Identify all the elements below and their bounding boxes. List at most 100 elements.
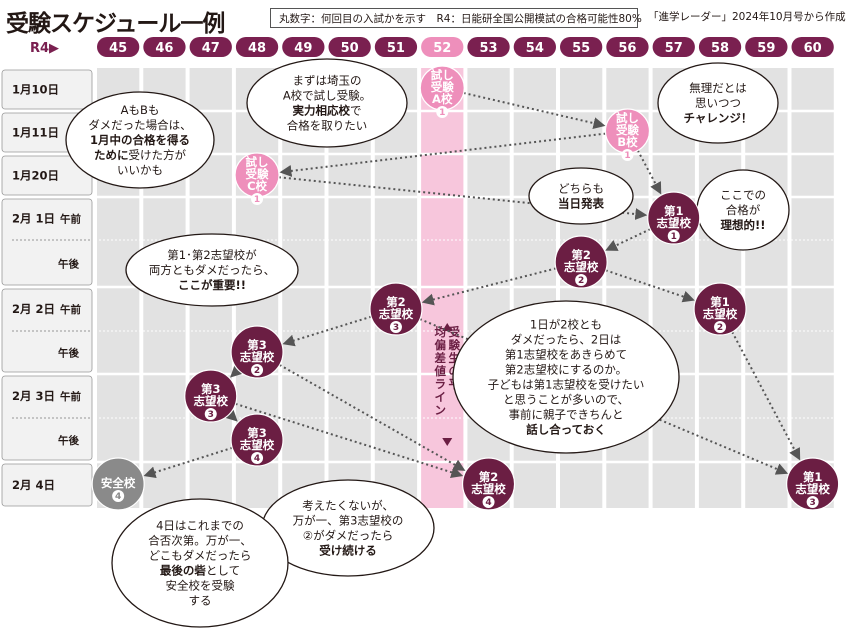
attempt-badge xyxy=(667,230,680,242)
bubble-line: 第1志望校をあきらめて xyxy=(505,348,627,362)
bubble-line: ダメだった場合は、 xyxy=(88,118,191,132)
bubble-line: ここでの xyxy=(720,188,766,202)
school-label: 第3 xyxy=(201,382,221,396)
attempt-number: 3 xyxy=(393,323,399,333)
attempt-number: 4 xyxy=(485,498,491,508)
bubble-line: 考えたくないが、 xyxy=(302,499,394,513)
column-label: 55 xyxy=(572,41,590,56)
bubble-discuss xyxy=(452,300,680,454)
school-label: 志望校 xyxy=(657,216,692,230)
column-label: 58 xyxy=(711,41,729,56)
column-label: 49 xyxy=(294,41,312,56)
school-label: 受験 xyxy=(246,167,269,181)
attempt-number: 4 xyxy=(254,454,260,464)
school-label: 試し xyxy=(616,111,639,125)
avg-line-char: イ xyxy=(435,390,447,404)
column-pill xyxy=(513,37,556,57)
arrow xyxy=(463,92,606,130)
bubble-line: 第1･第2志望校が xyxy=(167,248,257,262)
bubble-line: 合否次第。万が一、 xyxy=(148,534,252,548)
row-sublabel: 午前 xyxy=(60,303,81,316)
school-label: 第1 xyxy=(664,204,684,218)
bubble-challenge xyxy=(657,62,779,144)
bubble-line: 事前に親子できちんと xyxy=(509,408,624,422)
arrow xyxy=(731,331,801,461)
column-label: 50 xyxy=(341,41,359,56)
school-node xyxy=(786,457,840,511)
school-label: 志望校 xyxy=(471,482,506,496)
school-label: 志望校 xyxy=(240,350,275,364)
bubble-important xyxy=(125,233,299,307)
avg-line-char: 偏 xyxy=(435,338,447,352)
attempt-number: 1 xyxy=(254,195,260,205)
column-label: 60 xyxy=(804,41,822,56)
row-sublabel: 午後 xyxy=(58,434,79,447)
avg-line-char: ン xyxy=(435,403,447,417)
column-label: 48 xyxy=(248,41,266,56)
attempt-number: 3 xyxy=(810,498,816,508)
attempt-badge xyxy=(389,321,402,333)
bubble-line: と思うことが多いので、 xyxy=(503,393,629,407)
school-node xyxy=(693,282,747,336)
bubble-line: 合格を取りたい xyxy=(287,119,368,133)
attempt-number: 1 xyxy=(624,151,630,161)
school-label: 試し xyxy=(246,155,269,169)
bubble-line: まずは埼玉の xyxy=(293,74,362,88)
bubble-line: 当日発表 xyxy=(558,197,604,211)
attempt-number: 4 xyxy=(115,492,121,502)
avg-line-char: 受 xyxy=(449,325,461,339)
bubble-line: ダメだったら、2日は xyxy=(511,333,621,347)
column-label: 45 xyxy=(109,41,127,56)
row-label-box xyxy=(1,69,93,110)
bubble-sameday xyxy=(528,167,634,225)
bubble-line: 1日が2校とも xyxy=(530,318,602,332)
school-label: 志望校 xyxy=(240,438,275,452)
attempt-number: 1 xyxy=(439,108,445,118)
column-label: 56 xyxy=(618,41,636,56)
school-label: 第1 xyxy=(710,295,730,309)
school-node xyxy=(369,282,423,336)
avg-line-char: 差 xyxy=(435,351,447,365)
attempt-badge xyxy=(806,496,819,508)
school-label: 安全校 xyxy=(101,476,136,490)
attempt-badge xyxy=(575,274,588,286)
school-label: 志望校 xyxy=(703,307,738,321)
attempt-badge xyxy=(436,106,449,118)
bubble-line: 安全校を受験 xyxy=(166,579,235,593)
column-label: 53 xyxy=(480,41,498,56)
school-node xyxy=(230,325,284,379)
attempt-badge xyxy=(714,321,727,333)
school-label: 第3 xyxy=(247,426,267,440)
attempt-number: 3 xyxy=(208,410,214,420)
bubble-line: 万が一、第3志望校の xyxy=(293,514,404,528)
school-label: 第1 xyxy=(803,470,823,484)
attempt-badge xyxy=(621,149,634,161)
row-label: 1月20日 xyxy=(12,169,59,183)
attempt-badge xyxy=(251,364,264,376)
school-label: 志望校 xyxy=(194,394,229,408)
bubble-line: 両方ともダメだったら、 xyxy=(149,263,275,277)
column-pill xyxy=(282,37,325,57)
school-node xyxy=(554,235,608,289)
column-label: 52 xyxy=(433,41,451,56)
attempt-badge xyxy=(112,490,125,502)
bubble-line: AもBも xyxy=(121,103,160,117)
column-pill xyxy=(189,37,232,57)
column-pill xyxy=(374,37,418,57)
school-label: B校 xyxy=(617,135,638,149)
column-pill xyxy=(698,37,742,57)
bubble-line: ために受けた方が xyxy=(94,148,186,162)
bubble-ab xyxy=(65,91,215,189)
column-pill xyxy=(560,37,603,57)
column-label: 54 xyxy=(526,41,544,56)
bubble-line: 最後の砦として xyxy=(160,564,240,578)
school-node xyxy=(461,457,516,511)
column-pill xyxy=(467,37,510,57)
school-label: 受験 xyxy=(431,80,454,94)
school-node xyxy=(647,191,701,245)
avg-arrow-down xyxy=(442,438,453,446)
row-label-box xyxy=(1,288,93,373)
bubble-line: 実力相応校で xyxy=(293,104,362,118)
avg-line-char: 値 xyxy=(434,364,447,378)
